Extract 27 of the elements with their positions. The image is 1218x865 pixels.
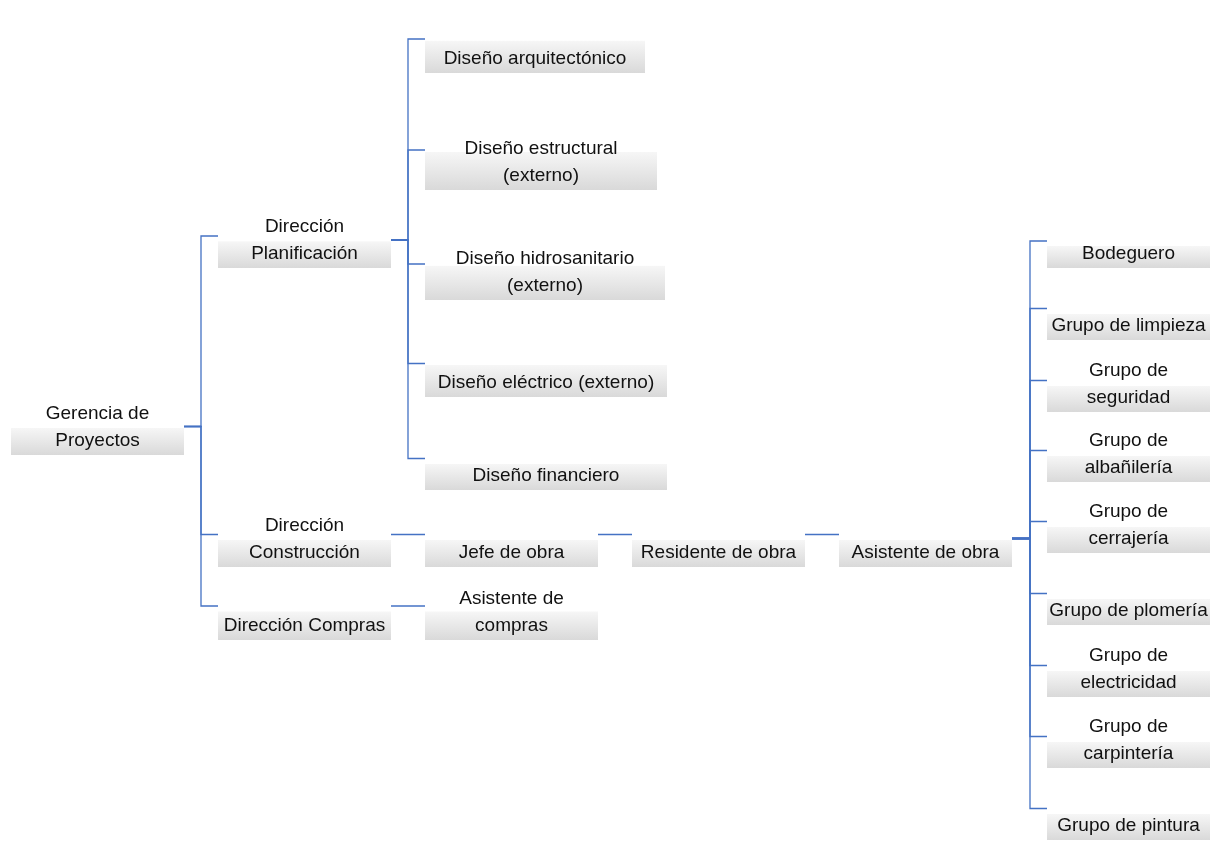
connector-line [390, 533, 426, 536]
unit-name: Bodeguero [1082, 241, 1175, 265]
unit-name: Diseño financiero [472, 463, 620, 487]
unit-name: Dirección Compras [223, 613, 386, 637]
unit-name: Grupo de seguridad [1085, 358, 1172, 409]
connector-line [597, 533, 633, 536]
unit-name: Asistente de compras [458, 586, 565, 637]
unit-name: Dirección Planificación [250, 214, 359, 265]
unit-name: Grupo de plomería [1049, 598, 1208, 622]
unit-name: Diseño estructural (externo) [463, 136, 619, 187]
unit-name: Gerencia de Proyectos [44, 401, 151, 452]
unit-name: Grupo de cerrajería [1087, 499, 1170, 550]
unit-name: Diseño hidrosanitario (externo) [454, 246, 636, 297]
connector-line [183, 425, 219, 607]
unit-name: Residente de obra [640, 540, 797, 564]
unit-name: Grupo de albañilería [1083, 428, 1174, 479]
connector-line [390, 605, 426, 607]
unit-name: Diseño eléctrico (externo) [437, 370, 655, 394]
unit-name: Asistente de obra [851, 540, 1000, 564]
unit-name: Grupo de limpieza [1051, 313, 1206, 337]
unit-name: Grupo de carpintería [1082, 714, 1175, 765]
unit-name: Dirección Construcción [248, 513, 361, 564]
unit-name: Diseño arquitectónico [443, 46, 627, 70]
connector-line [804, 533, 840, 536]
unit-name: Grupo de pintura [1057, 813, 1200, 837]
unit-name: Grupo de electricidad [1079, 643, 1178, 694]
unit-name: Jefe de obra [458, 540, 565, 564]
